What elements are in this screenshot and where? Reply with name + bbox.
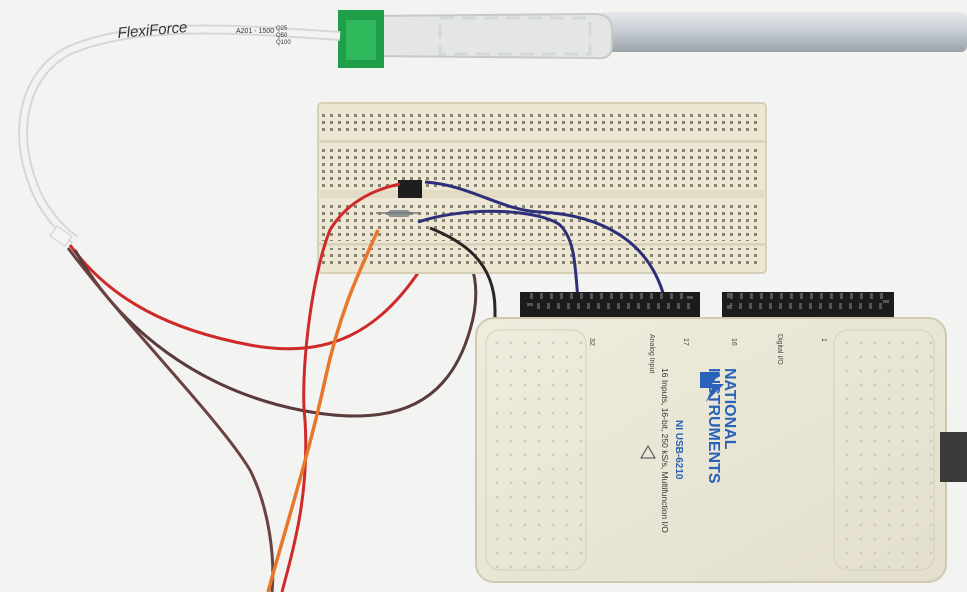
- model-label: NI USB-6210: [673, 420, 684, 480]
- port-label-1: 1: [820, 338, 827, 342]
- circuit-wires: [266, 180, 667, 592]
- port-label-analog-input: Analog Input: [648, 334, 655, 373]
- ni-eagle-logo: [700, 372, 724, 402]
- sensor-brand-label: FlexiForce: [117, 19, 188, 42]
- port-label-16: 16: [730, 338, 737, 346]
- flexiforce-sensor: FlexiForce A201 - 1500 Q25 Q50 Q100: [18, 19, 341, 247]
- sensor-lead-wires: [66, 220, 478, 592]
- breadboard: [317, 102, 767, 274]
- usb-cable: [940, 432, 967, 482]
- brand-line-1: NATIONAL: [721, 368, 738, 450]
- port-label-32: 32: [588, 338, 595, 346]
- ic-chip: [398, 180, 422, 198]
- aluminium-rod: [598, 12, 967, 52]
- port-label-digital-io: Digital I/O: [776, 334, 783, 365]
- brand-line-2: INSTRUMENTS: [705, 368, 722, 484]
- sensor-connector: [49, 225, 73, 247]
- sensor-mark-2: Q50: [276, 33, 288, 39]
- sensor-green-clip: [338, 10, 384, 68]
- sensor-mark-1: Q25: [276, 26, 288, 32]
- sensor-model-label: A201 - 1500: [236, 28, 274, 35]
- sensor-mount: [371, 12, 613, 60]
- ni-usb-6210-device: 32 Analog Input 17 16 Digital I/O 1 NATI…: [475, 292, 967, 583]
- resistor: [376, 210, 420, 217]
- warning-icon: [640, 445, 656, 459]
- port-label-17: 17: [682, 338, 689, 346]
- spec-label: 16 Inputs, 16-bit, 250 kS/s, Multifuncti…: [660, 368, 670, 533]
- sensor-mark-3: Q100: [276, 40, 291, 46]
